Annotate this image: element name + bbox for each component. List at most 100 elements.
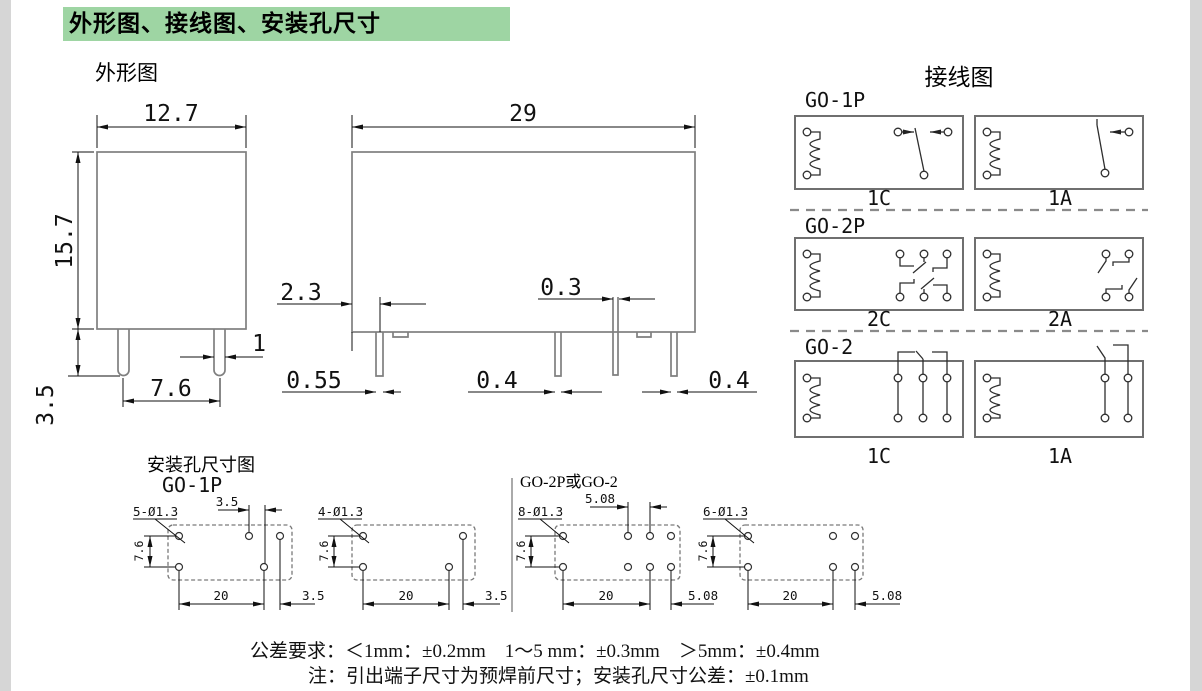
pin-right xyxy=(213,329,226,377)
dim-text-body-length: 29 xyxy=(509,101,537,127)
mount-diagram-go2-2c: 8-Ø1.3 5.08 7.6 20 5.08 xyxy=(514,491,718,610)
dim-pin-width: 1 xyxy=(180,331,266,360)
circuit-box-1c xyxy=(794,115,964,190)
contact-label-right: 1A xyxy=(1048,186,1072,210)
pin-4 xyxy=(670,332,678,377)
contact-label-left: 2C xyxy=(867,307,891,331)
mount-diagram-go2-2a: 6-Ø1.3 7.6 20 5.08 xyxy=(696,504,902,610)
group-name: GO-1P xyxy=(805,88,865,112)
footprint xyxy=(739,524,864,581)
circuit-box-1c xyxy=(794,360,964,438)
dim-bottom2: 5.08 xyxy=(688,588,718,603)
outline-title: 外形图 xyxy=(95,61,158,85)
mount-diagram-go1p-1c: 5-Ø1.3 3.5 7.6 20 3.5 xyxy=(132,494,325,610)
mounting-hole-diagrams: 安装孔尺寸图 GO-1P GO-2P或GO-2 5-Ø1.3 3.5 7.6 2… xyxy=(132,455,902,612)
dim-text-pin-width: 1 xyxy=(252,331,266,357)
hole-count-label: 6-Ø1.3 xyxy=(703,504,748,519)
page-left-margin xyxy=(0,0,11,691)
footprint xyxy=(167,524,293,581)
coil-symbol xyxy=(982,373,1001,423)
dim-top: 3.5 xyxy=(216,494,239,509)
group-name: GO-2P xyxy=(805,214,865,238)
footprint xyxy=(554,524,681,581)
section-header: 外形图、接线图、安装孔尺寸 xyxy=(63,7,510,41)
coil-symbol xyxy=(982,127,1001,180)
dim-text-pin2-width: 0.4 xyxy=(476,368,518,394)
dim-text-body-width: 12.7 xyxy=(143,101,198,127)
dim-top: 5.08 xyxy=(585,491,615,506)
dim-side: 7.6 xyxy=(696,541,710,562)
coil-symbol xyxy=(802,249,821,302)
dim-pin4-width: 0.4 xyxy=(642,368,757,395)
circuit-box-1a xyxy=(974,115,1144,190)
pin-3 xyxy=(612,297,619,376)
footprint xyxy=(351,524,476,581)
contact-2c xyxy=(895,249,952,302)
dim-pin1-width: 0.55 xyxy=(282,368,401,395)
front-view: 29 2.3 0.3 0.55 0.4 xyxy=(277,101,757,395)
dim-bottom2: 3.5 xyxy=(302,588,325,603)
mounting-title: 安装孔尺寸图 xyxy=(147,455,255,475)
coil-symbol xyxy=(802,127,821,180)
pin-left xyxy=(117,329,130,377)
dim-pin-length: 3.5 xyxy=(33,329,120,426)
contact-1c xyxy=(893,127,953,180)
dim-pin-offset: 2.3 xyxy=(277,280,426,332)
dim-bottom2: 5.08 xyxy=(872,588,902,603)
dim-bottom1: 20 xyxy=(782,588,797,603)
dim-text-pin3-width: 0.3 xyxy=(540,275,582,301)
outline-drawing: 12.7 15.7 3.5 7.6 1 xyxy=(33,101,757,426)
dim-pin3-width: 0.3 xyxy=(538,275,655,302)
dim-bottom1: 20 xyxy=(598,588,613,603)
dim-side: 7.6 xyxy=(132,541,146,562)
contact-2a xyxy=(1097,249,1138,302)
bottom-notches xyxy=(392,332,652,338)
dim-body-width: 12.7 xyxy=(96,101,247,148)
mount-diagram-go1p-1a: 4-Ø1.3 7.6 20 3.5 xyxy=(317,504,508,610)
tolerance-note: 公差要求：＜1mm：±0.2mm 1～5 mm：±0.3mm ＞5mm：±0.4… xyxy=(250,641,820,662)
wiring-group-go1p: GO-1P 1C 1A xyxy=(794,88,1144,210)
hole-count-label: 8-Ø1.3 xyxy=(518,504,563,519)
contact-label-left: 1C xyxy=(867,186,891,210)
dim-side: 7.6 xyxy=(514,541,528,562)
contact-label-right: 2A xyxy=(1048,307,1072,331)
coil-symbol xyxy=(802,373,821,423)
relay-body-front xyxy=(351,151,696,333)
contact-label-left: 1C xyxy=(867,444,891,468)
hole-count-label: 4-Ø1.3 xyxy=(318,504,363,519)
dim-text-body-height: 15.7 xyxy=(52,213,78,268)
group-name: GO-2 xyxy=(805,335,853,359)
dim-bottom1: 20 xyxy=(398,588,413,603)
dim-pin-pitch: 7.6 xyxy=(122,376,221,407)
dim-pin2-width: 0.4 xyxy=(468,368,602,395)
page-right-margin xyxy=(1190,0,1202,691)
wiring-title: 接线图 xyxy=(925,65,994,90)
mounting-group-go2: GO-2P或GO-2 xyxy=(520,473,618,491)
footnote: 注：引出端子尺寸为预焊前尺寸；安装孔尺寸公差：±0.1mm xyxy=(308,666,809,687)
side-view: 12.7 15.7 3.5 7.6 1 xyxy=(33,101,266,426)
wiring-group-go2p: GO-2P xyxy=(794,214,1144,331)
hole-count-label: 5-Ø1.3 xyxy=(133,504,178,519)
dim-bottom2: 3.5 xyxy=(485,588,508,603)
pin-2 xyxy=(554,332,562,377)
dim-text-pin-offset: 2.3 xyxy=(280,280,322,306)
dim-side: 7.6 xyxy=(317,541,331,562)
pin-1 xyxy=(375,332,384,377)
circuit-box-1a xyxy=(974,360,1144,438)
contact-1c xyxy=(893,350,952,423)
mounting-group-go1p: GO-1P xyxy=(162,473,222,497)
dim-text-pin-pitch: 7.6 xyxy=(150,376,192,402)
dim-bottom1: 20 xyxy=(213,588,228,603)
wiring-group-go2: GO-2 1C 1A xyxy=(794,335,1144,468)
dim-body-length: 29 xyxy=(351,101,696,148)
relay-body-side xyxy=(96,151,247,330)
coil-symbol xyxy=(982,249,1001,302)
circuit-box-2a xyxy=(974,237,1144,311)
circuit-box-2c xyxy=(794,237,964,311)
contact-1a xyxy=(1096,119,1134,178)
dim-body-height: 15.7 xyxy=(52,151,94,330)
wiring-diagram: 接线图 GO-1P xyxy=(790,65,1148,468)
contact-1a xyxy=(1096,344,1133,423)
dim-text-pin4-width: 0.4 xyxy=(708,368,750,394)
